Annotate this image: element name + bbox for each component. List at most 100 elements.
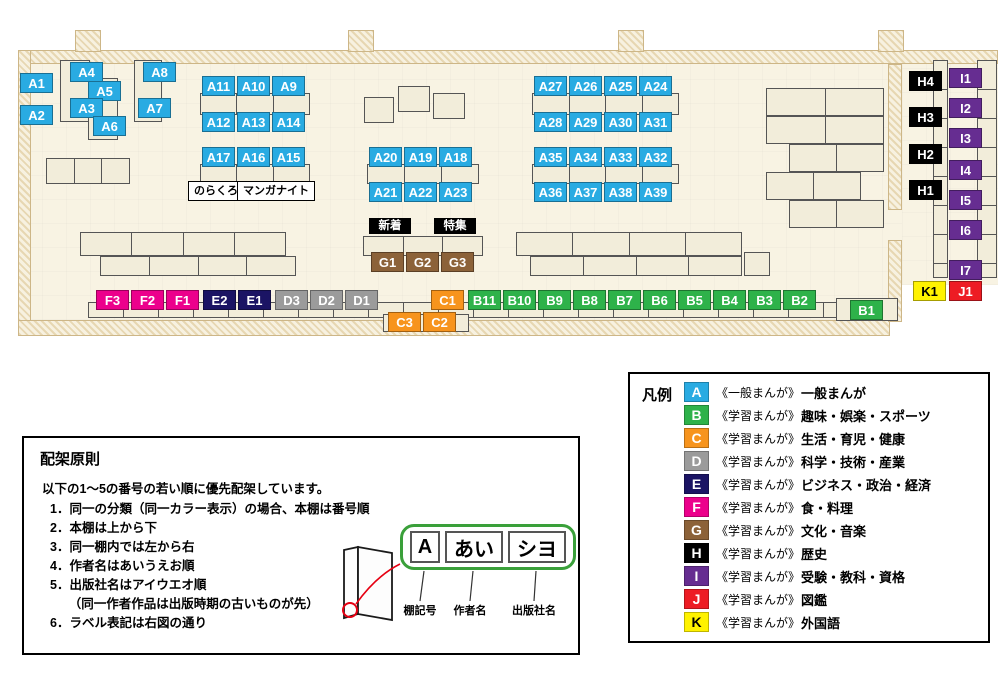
legend-item-D: D 《学習まんが》科学・技術・産業 bbox=[684, 451, 982, 471]
shelf-label-K1: K1 bbox=[913, 281, 946, 301]
shelf-label-G3: G3 bbox=[441, 252, 474, 272]
legend-group: 《学習まんが》 bbox=[716, 569, 801, 584]
sign-特集: 特集 bbox=[434, 218, 476, 234]
legend-swatch-K: K bbox=[684, 612, 709, 632]
shelf-label-F2: F2 bbox=[131, 290, 164, 310]
shelf-label-C2: C2 bbox=[423, 312, 456, 332]
shelf-block bbox=[100, 256, 296, 276]
sign-新着: 新着 bbox=[369, 218, 411, 234]
shelf-block bbox=[977, 60, 997, 278]
legend-group: 《学習まんが》 bbox=[716, 615, 801, 630]
principles-item: 1．同一の分類（同一カラー表示）の場合、本棚は番号順 bbox=[50, 502, 370, 516]
principles-title: 配架原則 bbox=[40, 451, 101, 468]
shelf-label-I6: I6 bbox=[949, 220, 982, 240]
principles-item: 6．ラベル表記は右図の通り bbox=[50, 616, 207, 630]
legend-label: 外国語 bbox=[801, 615, 841, 631]
principles-item: 5．出版社名はアイウエオ順 bbox=[50, 578, 207, 592]
legend-group: 《学習まんが》 bbox=[716, 431, 801, 446]
shelf-label-B1: B1 bbox=[850, 300, 883, 320]
sign-のらくろ: のらくろ bbox=[188, 181, 244, 201]
wall-right-upper bbox=[888, 64, 902, 210]
shelf-block bbox=[364, 97, 394, 123]
shelf-label-H3: H3 bbox=[909, 107, 942, 127]
shelf-label-A4: A4 bbox=[70, 62, 103, 82]
legend-item-F: F《学習まんが》食・料理 bbox=[684, 497, 982, 517]
shelf-label-C3: C3 bbox=[388, 312, 421, 332]
shelf-block bbox=[433, 93, 465, 119]
shelf-label-D1: D1 bbox=[345, 290, 378, 310]
legend-label: 科学・技術・産業 bbox=[801, 454, 906, 470]
shelf-label-I3: I3 bbox=[949, 128, 982, 148]
shelf-block bbox=[744, 252, 770, 276]
legend-group: 《学習まんが》 bbox=[716, 500, 801, 515]
principles-item: 4．作者名はあいうえお順 bbox=[50, 559, 195, 573]
shelf-label-E1: E1 bbox=[238, 290, 271, 310]
sticker-cell-author: あい bbox=[445, 531, 503, 563]
shelf-label-A33: A33 bbox=[604, 147, 637, 167]
shelf-label-H2: H2 bbox=[909, 144, 942, 164]
legend-item-H: H《学習まんが》歴史 bbox=[684, 543, 982, 563]
shelf-block bbox=[766, 116, 884, 144]
shelf-label-A16: A16 bbox=[237, 147, 270, 167]
legend-label: 歴史 bbox=[801, 546, 828, 562]
shelf-label-I5: I5 bbox=[949, 190, 982, 210]
legend-group: 《学習まんが》 bbox=[716, 592, 801, 607]
pillar bbox=[878, 30, 904, 52]
shelf-label-A10: A10 bbox=[237, 76, 270, 96]
legend-group: 《学習まんが》 bbox=[716, 454, 801, 469]
shelf-label-A14: A14 bbox=[272, 112, 305, 132]
shelf-label-B7: B7 bbox=[608, 290, 641, 310]
shelf-label-H4: H4 bbox=[909, 71, 942, 91]
shelf-label-A34: A34 bbox=[569, 147, 602, 167]
sticker-cell-publisher: シヨ bbox=[508, 531, 566, 563]
sticker-cell-shelf-code: A bbox=[410, 531, 440, 563]
principles-item: 2．本棚は上から下 bbox=[50, 521, 157, 535]
shelf-label-B6: B6 bbox=[643, 290, 676, 310]
shelf-label-A39: A39 bbox=[639, 182, 672, 202]
legend-swatch-G: G bbox=[684, 520, 709, 540]
legend-swatch-D: D bbox=[684, 451, 709, 471]
legend-label: 受験・教科・資格 bbox=[801, 569, 906, 585]
shelf-block bbox=[516, 232, 742, 256]
shelf-label-A25: A25 bbox=[604, 76, 637, 96]
shelf-block bbox=[789, 200, 884, 228]
legend-label: 生活・育児・健康 bbox=[801, 431, 906, 447]
shelf-label-D3: D3 bbox=[275, 290, 308, 310]
shelf-label-B3: B3 bbox=[748, 290, 781, 310]
principles-panel: 配架原則 以下の1～5の番号の若い順に優先配架しています。 1．同一の分類（同一… bbox=[22, 436, 580, 655]
legend-swatch-F: F bbox=[684, 497, 709, 517]
shelf-label-G2: G2 bbox=[406, 252, 439, 272]
shelf-label-A29: A29 bbox=[569, 112, 602, 132]
shelf-label-A11: A11 bbox=[202, 76, 235, 96]
shelf-label-A18: A18 bbox=[439, 147, 472, 167]
shelf-label-B4: B4 bbox=[713, 290, 746, 310]
shelf-label-I4: I4 bbox=[949, 160, 982, 180]
legend-swatch-A: A bbox=[684, 382, 709, 402]
shelf-label-A3: A3 bbox=[70, 98, 103, 118]
shelf-label-A26: A26 bbox=[569, 76, 602, 96]
legend-group: 《学習まんが》 bbox=[716, 523, 801, 538]
legend-item-J: J《学習まんが》図鑑 bbox=[684, 589, 982, 609]
shelf-label-C1: C1 bbox=[431, 290, 464, 310]
legend-item-B: B《学習まんが》趣味・娯楽・スポーツ bbox=[684, 405, 982, 425]
pillar bbox=[348, 30, 374, 52]
shelf-block bbox=[933, 60, 948, 278]
shelf-label-B2: B2 bbox=[783, 290, 816, 310]
shelf-label-A2: A2 bbox=[20, 105, 53, 125]
shelf-label-A32: A32 bbox=[639, 147, 672, 167]
legend-title: 凡例 bbox=[642, 387, 673, 404]
shelf-label-B5: B5 bbox=[678, 290, 711, 310]
shelf-label-A23: A23 bbox=[439, 182, 472, 202]
shelf-block bbox=[398, 86, 430, 112]
shelf-label-A36: A36 bbox=[534, 182, 567, 202]
shelf-label-A15: A15 bbox=[272, 147, 305, 167]
shelf-label-A19: A19 bbox=[404, 147, 437, 167]
legend-item-C: C《学習まんが》生活・育児・健康 bbox=[684, 428, 982, 448]
shelf-label-A35: A35 bbox=[534, 147, 567, 167]
shelf-label-I1: I1 bbox=[949, 68, 982, 88]
